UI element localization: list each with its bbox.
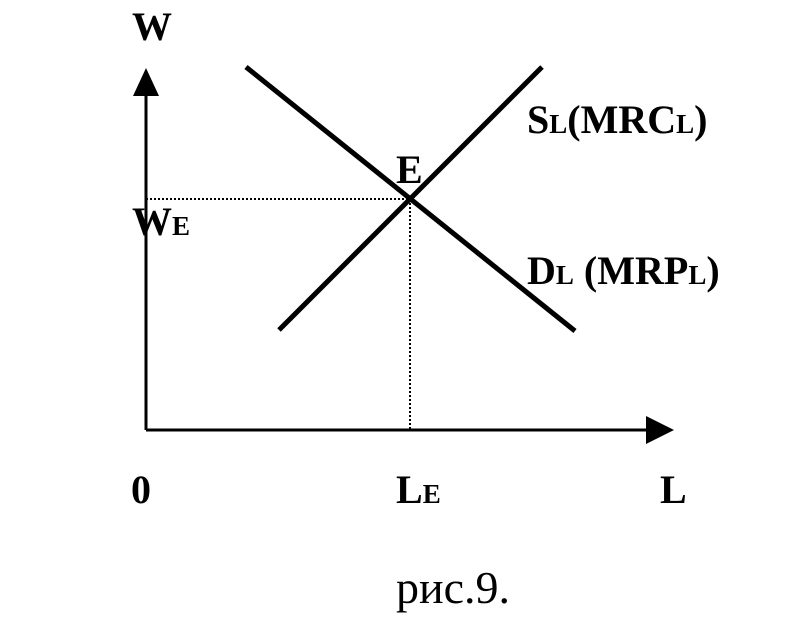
supply-curve bbox=[277, 65, 544, 332]
y-axis-arrow-icon bbox=[133, 68, 159, 96]
figure-caption: рис.9. bbox=[396, 562, 510, 613]
x-axis-label: L bbox=[660, 467, 687, 512]
origin-label: 0 bbox=[131, 467, 151, 512]
supply-curve-label: SL(MRCL) bbox=[527, 97, 707, 142]
demand-curve-label: DL (MRPL) bbox=[527, 248, 720, 293]
y-axis-label: W bbox=[132, 4, 172, 49]
equilibrium-labor-label: LE bbox=[396, 467, 441, 512]
equilibrium-wage-label: WE bbox=[132, 199, 190, 244]
equilibrium-label: E bbox=[396, 147, 423, 192]
x-axis-arrow-icon bbox=[646, 416, 674, 444]
